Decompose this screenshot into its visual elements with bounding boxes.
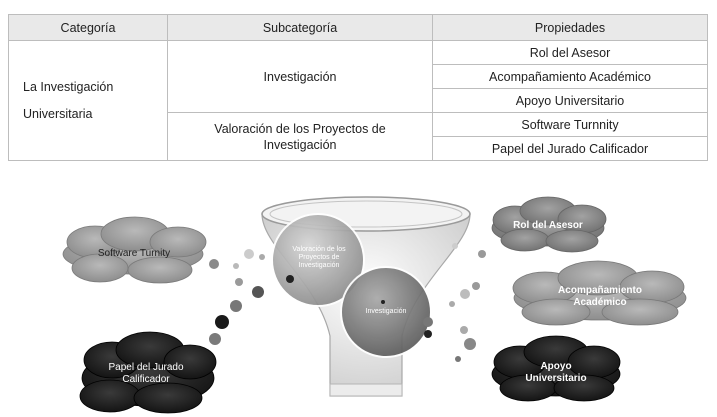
cloud-rol-asesor [491,196,607,253]
subcategory-valoracion-line-2: Investigación [263,137,337,152]
subcategory-valoracion: Valoración de los Proyectos de Investiga… [167,112,433,161]
circle-investigacion [340,266,432,358]
category-line-2: Universitaria [23,106,93,121]
header-subcategoria: Subcategoría [167,14,433,41]
cloud-apoyo-universitario [491,335,621,402]
funnel-diagram: Software Turnity Papel del Jurado Califi… [0,184,717,417]
table-row: La Investigación Universitaria Investiga… [8,40,708,161]
table-row: Apoyo Universitario [9,88,708,113]
property-cell: Apoyo Universitario [432,88,708,113]
circle-label-valoracion: Valoración de los Proyectos de Investiga… [292,246,346,269]
cloud-label-acompanamiento: Acompañamiento Académico [558,285,642,308]
categories-table: Categoría Subcategoría Propiedades La In… [8,14,708,161]
connector-dots [209,243,486,362]
property-cell: Rol del Asesor [432,40,708,65]
cloud-label-apoyo-universitario: Apoyo Universitario [525,361,587,384]
table-row: Papel del Jurado Calificador [9,136,708,161]
cloud-label-software-turnity: Software Turnity [97,248,171,259]
cloud-software-turnity [62,216,207,284]
category-cell: La Investigación Universitaria [8,40,168,161]
header-categoria: Categoría [8,14,168,41]
circle-valoracion [271,213,365,307]
category-line-1: La Investigación [23,79,114,94]
cloud-papel-jurado [79,331,217,414]
cloud-label-papel-jurado: Papel del Jurado Calificador [108,362,184,385]
header-propiedades: Propiedades [432,14,708,41]
table-row: Acompañamiento Académico [9,64,708,89]
property-cell: Software Turnnity [432,112,708,137]
property-cell: Acompañamiento Académico [432,64,708,89]
subcategory-valoracion-line-1: Valoración de los Proyectos de [214,121,386,136]
property-cell: Papel del Jurado Calificador [432,136,708,161]
cloud-acompanamiento [512,260,687,326]
cloud-label-rol-asesor: Rol del Asesor [513,220,583,231]
diagram-graphics [62,196,687,414]
circle-label-investigacion: Investigación [365,308,407,315]
table-header-row: Categoría Subcategoría Propiedades [8,14,708,41]
subcategory-investigacion: Investigación [167,40,433,113]
